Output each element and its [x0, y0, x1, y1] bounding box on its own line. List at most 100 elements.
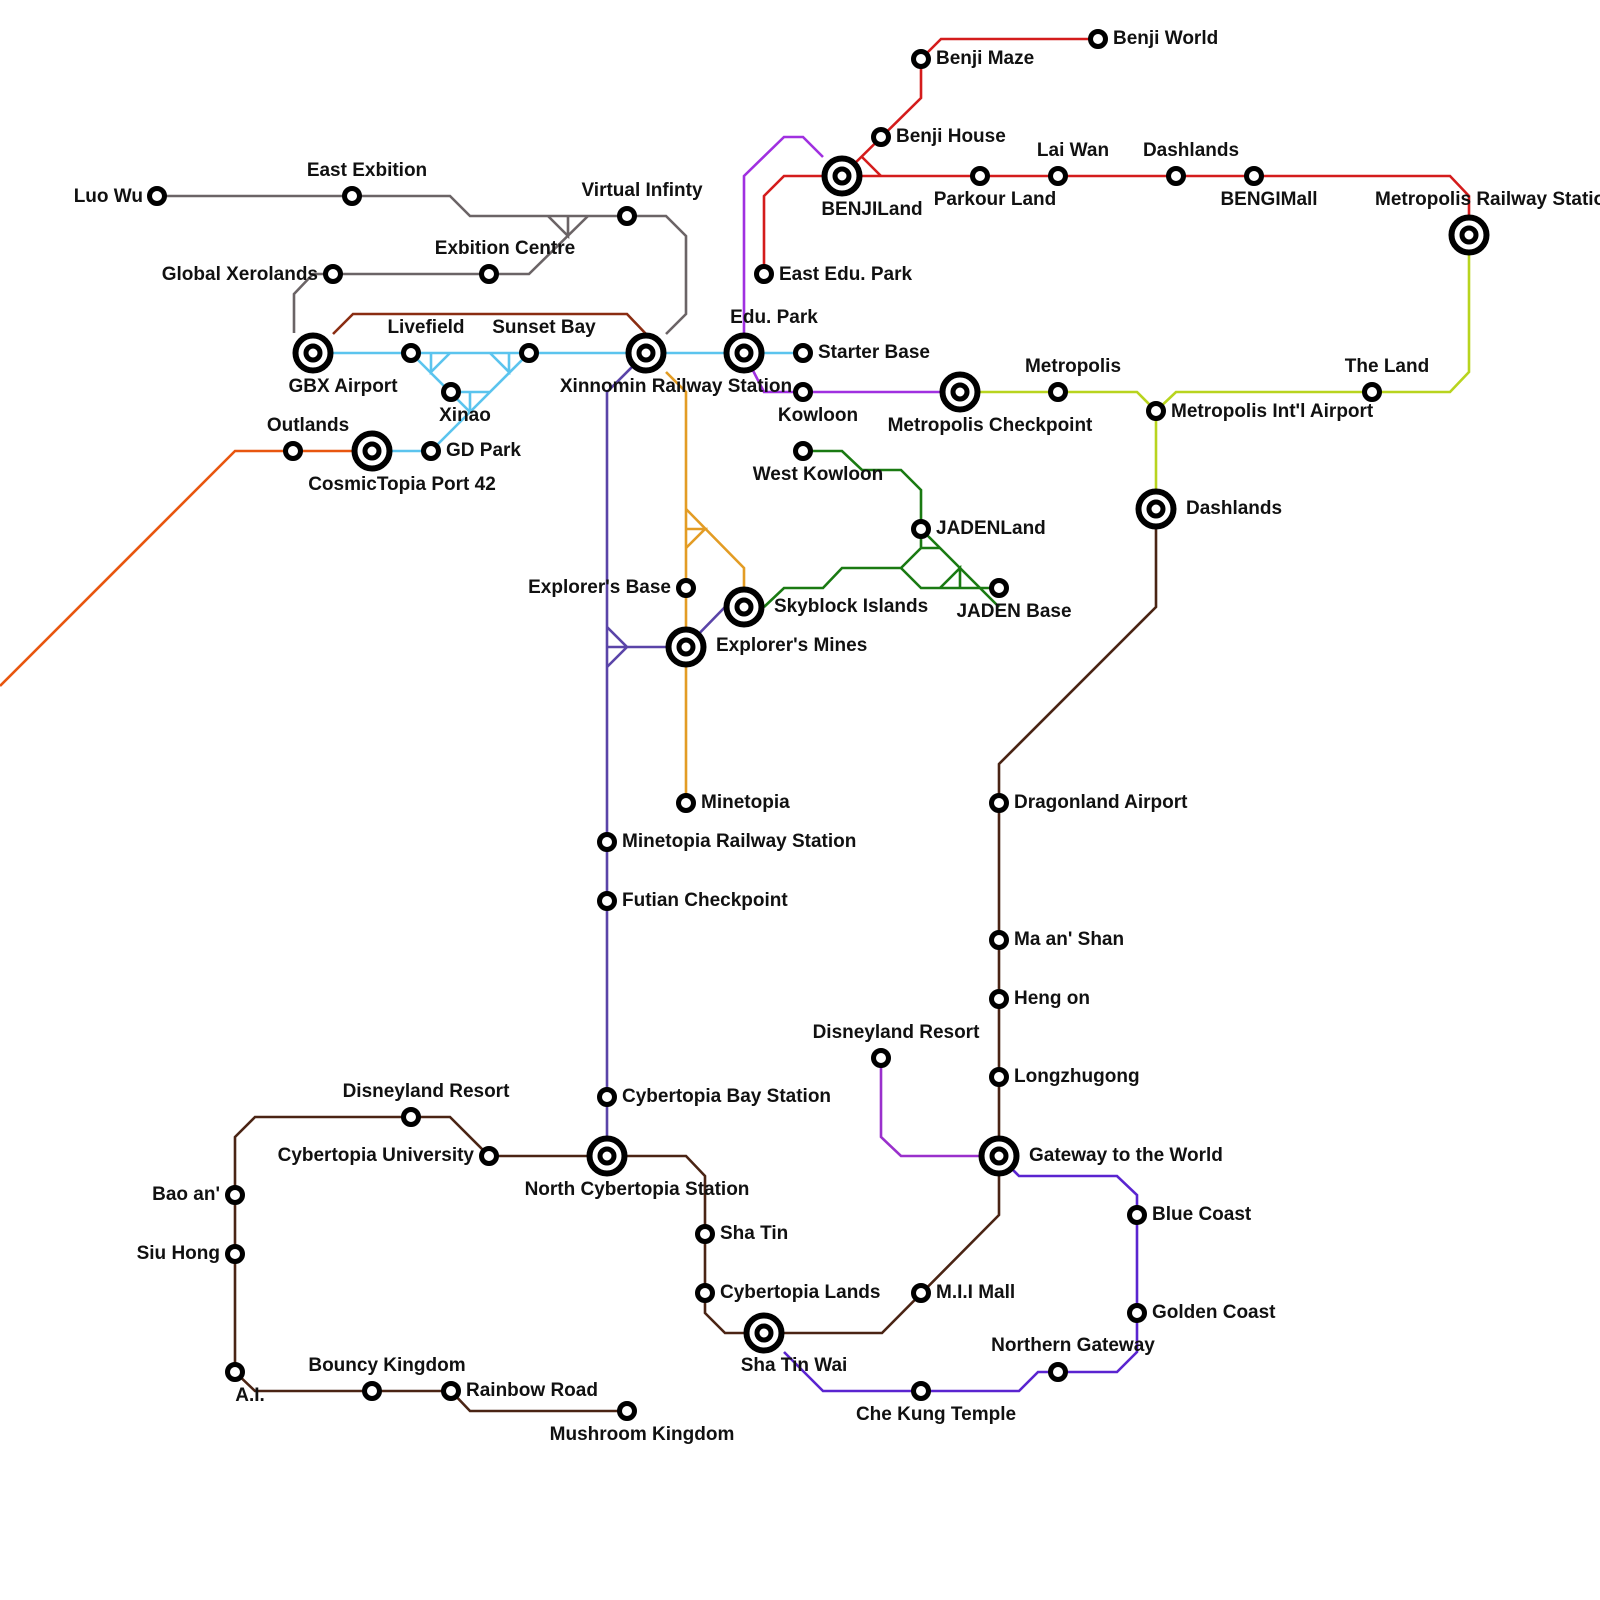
station-label[interactable]: Futian Checkpoint [622, 890, 788, 911]
station-label[interactable]: Bao an' [152, 1184, 220, 1205]
station-label[interactable]: Che Kung Temple [856, 1404, 1016, 1425]
interchange-station[interactable] [665, 626, 707, 668]
station[interactable] [970, 166, 990, 186]
station-label[interactable]: Metropolis Checkpoint [888, 415, 1093, 436]
station[interactable] [793, 343, 813, 363]
station-label[interactable]: Dashlands [1186, 498, 1282, 519]
station[interactable] [225, 1244, 245, 1264]
interchange-station[interactable] [1135, 488, 1177, 530]
station-label[interactable]: Dashlands [1143, 140, 1239, 161]
interchange-station[interactable] [723, 586, 765, 628]
station[interactable] [1166, 166, 1186, 186]
interchange-station[interactable] [821, 155, 863, 197]
station-label[interactable]: Longzhugong [1014, 1066, 1140, 1087]
station-label[interactable]: Mushroom Kingdom [550, 1424, 735, 1445]
interchange-station[interactable] [978, 1135, 1020, 1177]
station-label[interactable]: Gateway to the World [1029, 1145, 1223, 1166]
station[interactable] [793, 382, 813, 402]
station-label[interactable]: Sha Tin Wai [741, 1355, 848, 1376]
station[interactable] [597, 832, 617, 852]
station-label[interactable]: Parkour Land [934, 189, 1056, 210]
station[interactable] [871, 127, 891, 147]
station-label[interactable]: CosmicTopia Port 42 [308, 474, 496, 495]
station[interactable] [421, 441, 441, 461]
station-label[interactable]: Benji Maze [936, 48, 1034, 69]
station-label[interactable]: Heng on [1014, 988, 1090, 1009]
station[interactable] [323, 264, 343, 284]
station-label[interactable]: Minetopia Railway Station [622, 831, 856, 852]
station-label[interactable]: Northern Gateway [991, 1335, 1155, 1356]
station[interactable] [989, 989, 1009, 1009]
station-label[interactable]: Livefield [387, 317, 464, 338]
station[interactable] [989, 930, 1009, 950]
station-label[interactable]: GD Park [446, 440, 521, 461]
interchange-station[interactable] [1448, 214, 1490, 256]
station-label[interactable]: M.I.I Mall [936, 1282, 1015, 1303]
station-label[interactable]: Bouncy Kingdom [308, 1355, 465, 1376]
station-label[interactable]: Dragonland Airport [1014, 792, 1188, 813]
station[interactable] [911, 1381, 931, 1401]
station[interactable] [1127, 1303, 1147, 1323]
interchange-station[interactable] [625, 332, 667, 374]
station-label[interactable]: Cybertopia University [278, 1145, 475, 1166]
station-label[interactable]: Global Xerolands [162, 264, 318, 285]
station-label[interactable]: Metropolis Railway Station [1375, 189, 1600, 210]
station-label[interactable]: West Kowloon [753, 464, 884, 485]
station-label[interactable]: Xinao [439, 405, 491, 426]
station[interactable] [1088, 29, 1108, 49]
station-label[interactable]: Disneyland Resort [343, 1081, 510, 1102]
station-label[interactable]: Benji World [1113, 28, 1218, 49]
station[interactable] [989, 578, 1009, 598]
station[interactable] [695, 1224, 715, 1244]
station-label[interactable]: Edu. Park [730, 307, 818, 328]
station[interactable] [401, 343, 421, 363]
station-label[interactable]: Exbition Centre [435, 238, 575, 259]
station[interactable] [479, 1146, 499, 1166]
station[interactable] [695, 1283, 715, 1303]
station[interactable] [225, 1362, 245, 1382]
station-label[interactable]: East Edu. Park [779, 264, 912, 285]
interchange-station[interactable] [743, 1312, 785, 1354]
station-label[interactable]: Explorer's Base [528, 577, 671, 598]
station-label[interactable]: BENGIMall [1220, 189, 1317, 210]
interchange-station[interactable] [723, 332, 765, 374]
station-label[interactable]: Disneyland Resort [813, 1022, 980, 1043]
station-label[interactable]: Outlands [267, 415, 349, 436]
station-label[interactable]: Explorer's Mines [716, 635, 867, 656]
station-label[interactable]: The Land [1345, 356, 1429, 377]
station-label[interactable]: GBX Airport [288, 376, 398, 397]
station[interactable] [362, 1381, 382, 1401]
station-label[interactable]: Golden Coast [1152, 1302, 1276, 1323]
station[interactable] [441, 1381, 461, 1401]
station[interactable] [597, 891, 617, 911]
interchange-station[interactable] [586, 1135, 628, 1177]
station[interactable] [1048, 382, 1068, 402]
station-label[interactable]: Blue Coast [1152, 1204, 1252, 1225]
station[interactable] [989, 793, 1009, 813]
station[interactable] [1146, 401, 1166, 421]
station-label[interactable]: Metropolis Int'l Airport [1171, 401, 1374, 422]
station-label[interactable]: Siu Hong [137, 1243, 220, 1264]
station-label[interactable]: JADEN Base [956, 601, 1071, 622]
station-label[interactable]: Minetopia [701, 792, 790, 813]
station[interactable] [911, 49, 931, 69]
station-label[interactable]: Rainbow Road [466, 1380, 598, 1401]
station[interactable] [342, 186, 362, 206]
station-label[interactable]: East Exbition [307, 160, 427, 181]
station[interactable] [793, 441, 813, 461]
station-label[interactable]: Luo Wu [74, 186, 143, 207]
station[interactable] [597, 1087, 617, 1107]
station[interactable] [676, 578, 696, 598]
station[interactable] [147, 186, 167, 206]
station[interactable] [441, 382, 461, 402]
station-label[interactable]: Sha Tin [720, 1223, 788, 1244]
station-label[interactable]: Skyblock Islands [774, 596, 928, 617]
station[interactable] [401, 1107, 421, 1127]
station[interactable] [754, 264, 774, 284]
station-label[interactable]: Cybertopia Bay Station [622, 1086, 831, 1107]
station-label[interactable]: Xinnomin Railway Station [560, 376, 792, 397]
interchange-station[interactable] [351, 430, 393, 472]
station[interactable] [617, 206, 637, 226]
station[interactable] [479, 264, 499, 284]
station[interactable] [1048, 166, 1068, 186]
